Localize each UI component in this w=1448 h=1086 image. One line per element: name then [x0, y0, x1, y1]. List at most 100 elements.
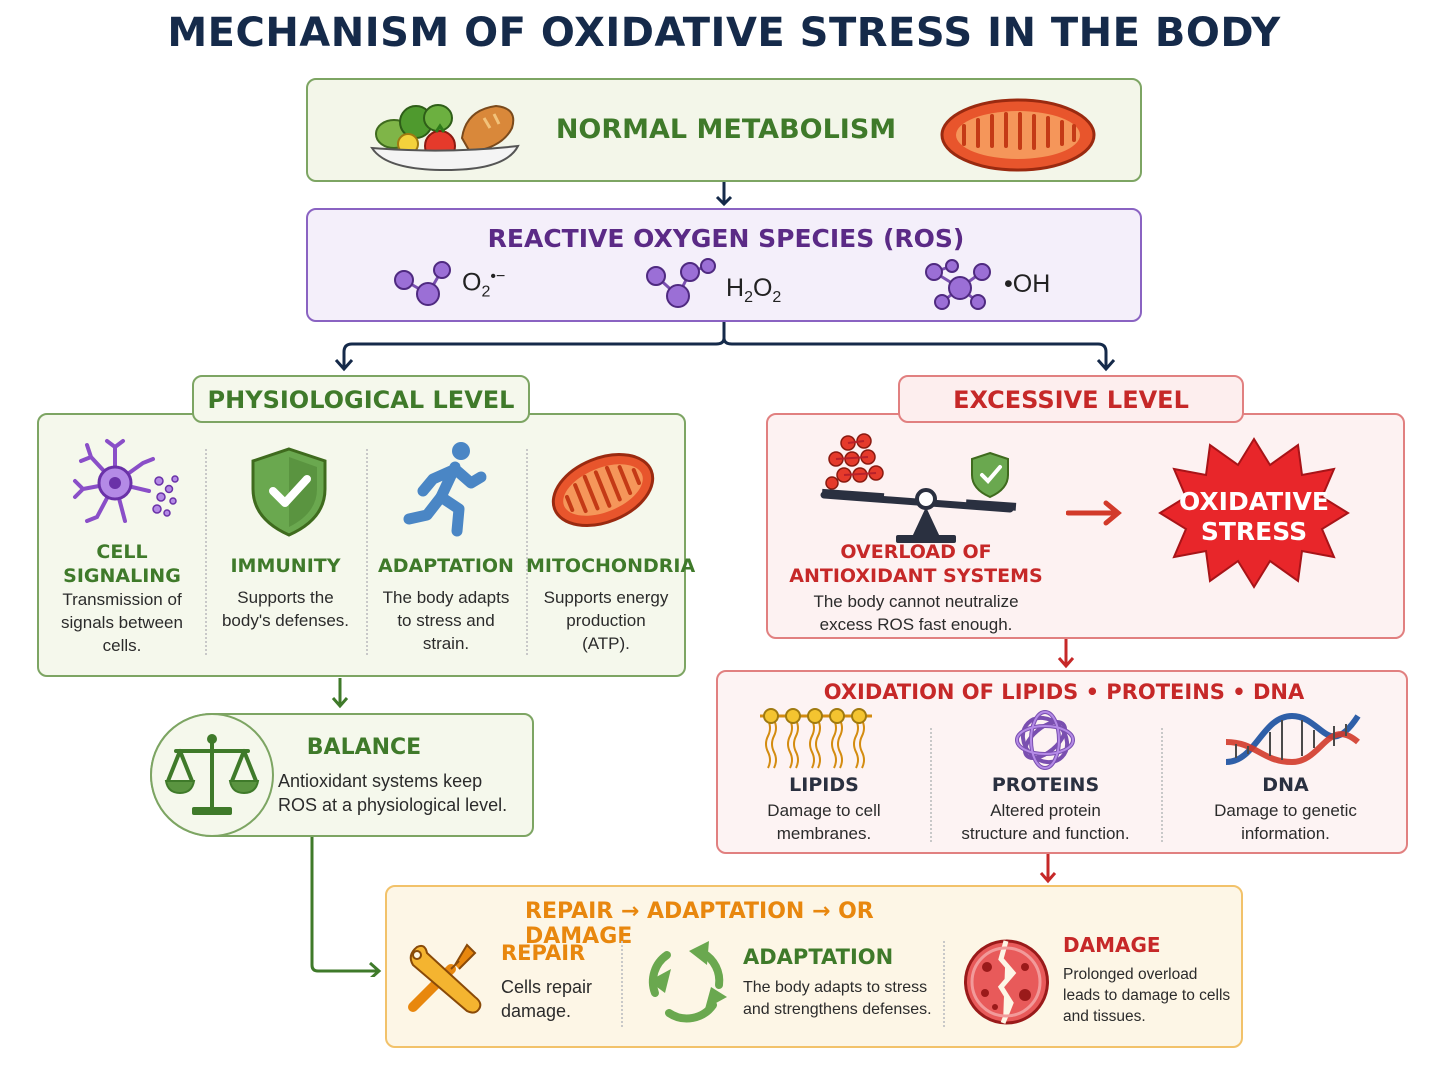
text-line: signals between	[61, 612, 183, 632]
text-line: Supports energy	[543, 588, 669, 607]
superoxide-base: O	[462, 268, 482, 297]
text-line: Transmission of	[62, 590, 182, 609]
oxidative-stress-line2: STRESS	[1200, 517, 1308, 546]
arrow-down	[715, 182, 733, 207]
running-person-icon	[403, 442, 487, 537]
lipids-text: Damage to cell membranes.	[718, 800, 930, 846]
physiological-level-box: CELL SIGNALING Transmission of signals b…	[37, 413, 696, 677]
food-bowl-icon	[370, 104, 520, 172]
text-line: production	[566, 610, 646, 630]
text-line: membranes.	[776, 823, 872, 843]
dna-title: DNA	[1262, 774, 1309, 796]
h2o2-sub-2: 2	[772, 289, 782, 306]
cycle-arrows-icon	[648, 941, 727, 1023]
repair-text: Cells repair damage.	[501, 975, 621, 1024]
physiological-level-label: PHYSIOLOGICAL LEVEL	[207, 386, 515, 414]
text-line: information.	[1241, 823, 1330, 843]
cell-signaling-title-line2: SIGNALING	[63, 564, 181, 587]
text-line: and strengthens defenses.	[743, 1000, 932, 1018]
normal-metabolism-box: NORMAL METABOLISM	[306, 78, 1142, 182]
text-line: structure and function.	[961, 823, 1130, 843]
text-line: body's defenses.	[221, 610, 350, 630]
excessive-level-tab: EXCESSIVE LEVEL	[898, 375, 1244, 423]
adaptation-text: The body adapts to stress and strain.	[366, 587, 526, 656]
divider	[526, 449, 528, 655]
scales-icon	[164, 734, 260, 815]
text-line: Supports the	[237, 588, 334, 607]
divider	[943, 941, 945, 1027]
adaptation-outcome-title: ADAPTATION	[743, 945, 894, 969]
repair-title: REPAIR	[501, 941, 586, 965]
mitochondria-text: Supports energy production (ATP).	[526, 587, 686, 656]
text-line: The body adapts	[382, 588, 510, 607]
text-line: strain.	[422, 633, 470, 653]
elbow-arrow	[310, 837, 382, 977]
divider	[1161, 728, 1163, 842]
arrow-down	[1039, 854, 1057, 884]
divider	[930, 728, 932, 842]
damage-title: DAMAGE	[1063, 933, 1161, 957]
balance-box: BALANCE Antioxidant systems keep ROS at …	[150, 713, 534, 837]
superoxide-subscript: 2	[481, 283, 491, 301]
mitochondria-title: MITOCHONDRIA	[526, 555, 696, 577]
text-line: ROS at a physiological level.	[278, 795, 508, 816]
mitochondrion-icon	[551, 453, 655, 527]
superoxide-charge: •−	[490, 268, 506, 285]
divider	[621, 941, 623, 1027]
outcome-box: REPAIR → ADAPTATION → OR DAMAGE REPAIR C…	[385, 885, 1243, 1048]
overload-text: The body cannot neutralize excess ROS fa…	[768, 591, 1064, 637]
arrow-right	[1066, 500, 1122, 526]
branch-arrows	[334, 322, 1116, 372]
hydroxyl-radical-molecule-icon	[925, 259, 991, 310]
oxidative-stress-line1: OXIDATIVE	[1179, 487, 1329, 516]
text-line: and tissues.	[1063, 1007, 1146, 1025]
cell-signaling-title-line1: CELL	[96, 541, 148, 563]
ros-box: REACTIVE OXYGEN SPECIES (ROS) O2•− H2O2 …	[306, 208, 1142, 322]
text-line: Damage to genetic	[1214, 801, 1357, 820]
tools-icon	[408, 943, 482, 1014]
ros-species-superoxide: O2•−	[462, 268, 505, 301]
h2o2-o: O	[752, 274, 773, 302]
outcome-label: REPAIR → ADAPTATION → OR DAMAGE	[525, 899, 874, 949]
oxidation-label: OXIDATION OF LIPIDS • PROTEINS • DNA	[823, 680, 1305, 704]
oxidative-stress-starburst-icon	[1158, 437, 1350, 589]
shield-check-icon	[251, 447, 327, 537]
overload-title-line2: ANTIOXIDANT SYSTEMS	[789, 564, 1043, 587]
text-line: The body cannot neutralize	[813, 592, 1019, 611]
arrow-down	[1057, 639, 1075, 669]
text-line: damage.	[501, 1001, 572, 1022]
lipids-title: LIPIDS	[789, 774, 859, 796]
text-line: Damage to cell	[767, 801, 881, 820]
dna-icon	[1225, 712, 1361, 766]
oxidative-stress-label: OXIDATIVE STRESS	[1158, 487, 1350, 547]
proteins-text: Altered protein structure and function.	[930, 800, 1161, 846]
oxidation-box: OXIDATION OF LIPIDS • PROTEINS • DNA LIP…	[716, 670, 1408, 854]
text-line: The body adapts to stress	[743, 979, 928, 996]
lipid-bilayer-icon	[760, 708, 872, 769]
overload-title-line1: OVERLOAD OF	[840, 541, 992, 563]
ros-species-hydrogen-peroxide: H2O2	[726, 274, 781, 307]
protein-icon	[1015, 710, 1075, 770]
text-line: leads to damage to cells	[1063, 986, 1231, 1004]
text-line: cells.	[102, 635, 142, 655]
imbalanced-scale-icon	[820, 433, 1017, 543]
divider	[366, 449, 368, 655]
excessive-level-box: OVERLOAD OF ANTIOXIDANT SYSTEMS The body…	[766, 413, 1405, 639]
ros-species-hydroxyl: •OH	[1004, 270, 1051, 298]
cell-signaling-text: Transmission of signals between cells.	[39, 589, 205, 658]
ros-label: REACTIVE OXYGEN SPECIES (ROS)	[487, 224, 965, 253]
h2o2-h: H	[726, 274, 745, 302]
immunity-text: Supports the body's defenses.	[205, 587, 366, 633]
excessive-level-label: EXCESSIVE LEVEL	[953, 386, 1189, 414]
proteins-title: PROTEINS	[991, 774, 1100, 796]
text-line: Antioxidant systems keep	[278, 771, 483, 791]
immunity-title: IMMUNITY	[230, 555, 341, 577]
text-line: Prolonged overload	[1063, 966, 1198, 983]
cell-signaling-title: CELL SIGNALING	[39, 541, 205, 589]
h2o2-sub-1: 2	[744, 289, 753, 306]
text-line: excess ROS fast enough.	[819, 614, 1013, 634]
text-line: Cells repair	[501, 977, 593, 997]
dna-text: Damage to genetic information.	[1161, 800, 1410, 846]
text-line: Altered protein	[990, 801, 1101, 820]
mitochondrion-icon	[940, 98, 1096, 172]
